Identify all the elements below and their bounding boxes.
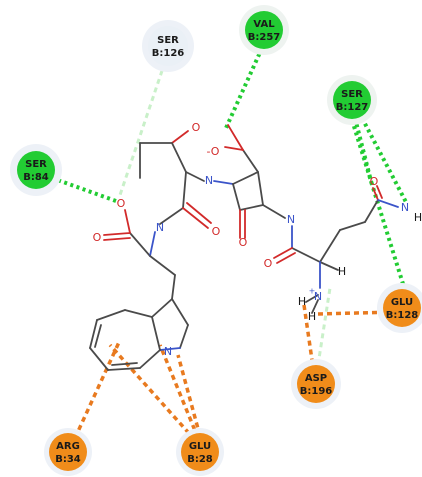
interaction-asp196-weak xyxy=(316,287,332,366)
residue-asp196-name: ASP xyxy=(305,373,327,384)
atom-h-alpha: H xyxy=(338,265,346,278)
residue-val257-number: B:257 xyxy=(248,32,281,43)
atom-o-ester: O xyxy=(117,197,126,210)
residue-glu28-disc xyxy=(181,433,219,471)
residue-ser84-disc xyxy=(17,151,55,189)
interaction-glu28-b xyxy=(158,344,200,439)
residue-asp196-disc xyxy=(297,365,335,403)
atom-o-ring-carbonyl: O xyxy=(239,236,248,249)
atom-o-amide-left: O xyxy=(212,225,221,238)
residue-ser127[interactable]: SER B:127 xyxy=(327,75,377,125)
residue-glu28[interactable]: GLU B:28 xyxy=(176,428,224,476)
residue-val257[interactable]: VAL B:257 xyxy=(239,5,289,55)
residue-ser127-name: SER xyxy=(341,89,363,100)
interaction-lines xyxy=(51,47,410,442)
residue-arg34[interactable]: ARG B:34 xyxy=(44,428,92,476)
residues: SER B:126 VAL B:257 SER B:127 SER B:84 G… xyxy=(10,5,422,476)
interaction-glu28-a xyxy=(108,343,197,442)
interaction-ser127-c xyxy=(350,119,410,301)
residue-glu28-number: B:28 xyxy=(187,454,213,465)
residue-glu128-name: GLU xyxy=(391,297,413,308)
residue-glu28-name: GLU xyxy=(189,441,211,452)
residue-glu128-number: B:128 xyxy=(386,310,419,321)
interaction-arg34 xyxy=(73,339,122,439)
residue-ser84-name: SER xyxy=(25,159,47,170)
atom-n-amide-mid: N xyxy=(287,213,295,226)
atom-labels: O O O N O N -O O N O H N + H H O N H N xyxy=(93,121,422,358)
residue-ser127-number: B:127 xyxy=(336,102,369,113)
interaction-ser84 xyxy=(51,176,117,203)
atom-h-amine-2: H xyxy=(308,310,316,323)
atom-n-indole: N xyxy=(164,345,172,358)
residue-arg34-disc xyxy=(49,433,87,471)
atom-n-ring: N xyxy=(205,174,213,187)
atom-o-top: O xyxy=(192,121,201,134)
atom-h-side-amide: H xyxy=(414,211,422,224)
residue-glu128[interactable]: GLU B:128 xyxy=(377,283,422,333)
atom-o-carbonyl-left: O xyxy=(93,231,102,244)
residue-ser126-disc xyxy=(148,26,188,66)
atom-o-carboxylate: -O xyxy=(207,145,220,158)
interaction-asp196 xyxy=(302,304,314,361)
residue-ser126-name: SER xyxy=(157,35,179,46)
atom-o-amide-mid: O xyxy=(264,257,273,270)
interaction-val257 xyxy=(224,47,264,129)
ligand-skeleton xyxy=(89,124,399,371)
atom-n-amine-plus: + xyxy=(309,287,316,296)
residue-arg34-name: ARG xyxy=(56,441,80,452)
residue-ser127-disc xyxy=(333,81,371,119)
residue-asp196-number: B:196 xyxy=(300,386,333,397)
residue-ser84[interactable]: SER B:84 xyxy=(10,144,62,196)
residue-glu128-disc xyxy=(383,289,421,327)
atom-n-side-amide: N xyxy=(401,201,409,214)
atom-o-side-carbonyl: O xyxy=(370,175,379,188)
residue-asp196[interactable]: ASP B:196 xyxy=(291,359,341,409)
residue-val257-name: VAL xyxy=(253,19,275,30)
residue-ser84-number: B:84 xyxy=(23,172,49,183)
residue-arg34-number: B:34 xyxy=(55,454,81,465)
atom-h-amine-1: H xyxy=(298,295,306,308)
residue-ser126[interactable]: SER B:126 xyxy=(142,20,194,72)
atom-n-amine: N xyxy=(314,290,322,303)
interaction-ser127-b xyxy=(360,117,409,205)
residue-ser126-number: B:126 xyxy=(152,48,185,59)
residue-val257-disc xyxy=(245,11,283,49)
atom-n-amide-left: N xyxy=(156,221,164,234)
interaction-ser126 xyxy=(118,61,167,196)
interaction-glu28-c xyxy=(176,354,202,437)
